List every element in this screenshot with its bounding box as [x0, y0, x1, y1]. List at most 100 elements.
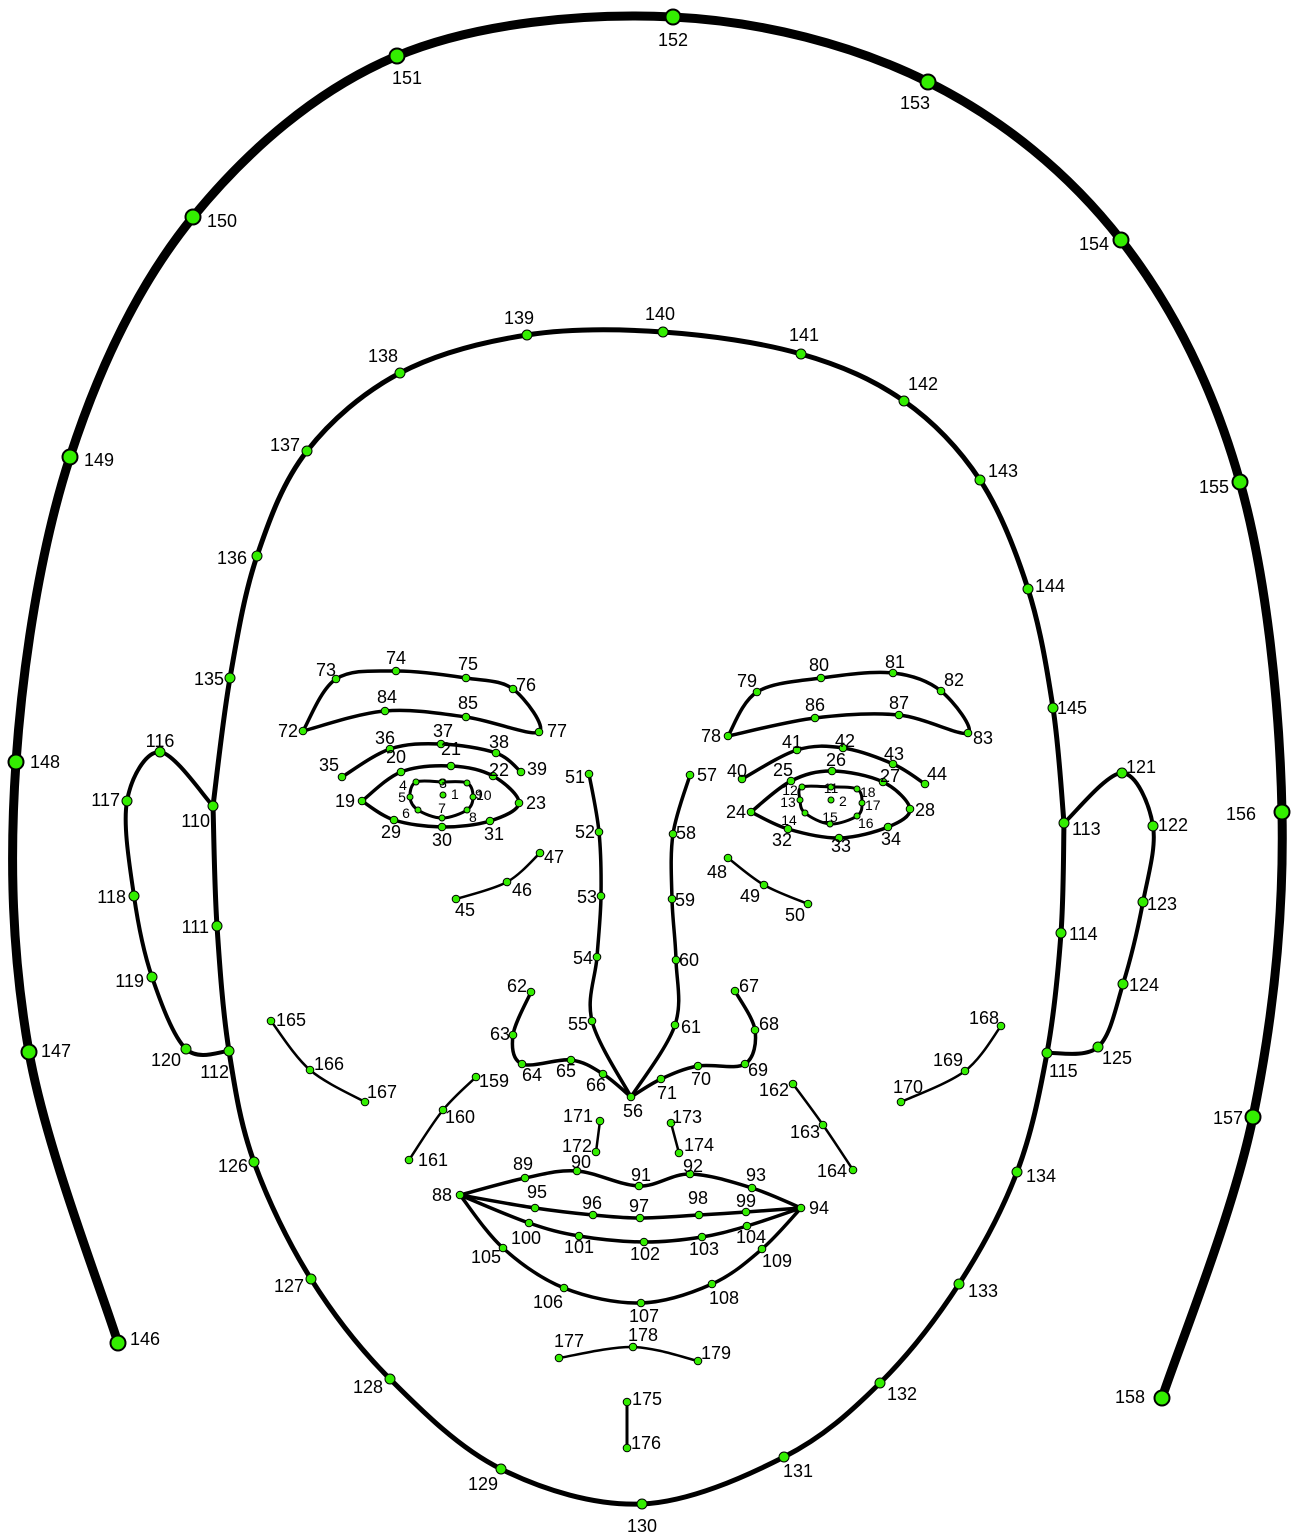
landmark-label-75: 75: [458, 654, 478, 674]
landmark-label-162: 162: [759, 1080, 789, 1100]
landmark-label-1: 1: [451, 786, 459, 802]
landmark-point-72: [299, 727, 307, 735]
landmark-point-164: [849, 1166, 857, 1174]
landmark-label-157: 157: [1213, 1108, 1243, 1128]
landmark-label-161: 161: [418, 1150, 448, 1170]
landmark-point-162: [789, 1080, 797, 1088]
landmark-label-119: 119: [115, 971, 144, 991]
landmark-point-163: [819, 1121, 827, 1129]
landmark-label-126: 126: [218, 1156, 248, 1176]
landmark-label-100: 100: [511, 1228, 541, 1248]
landmark-label-142: 142: [908, 374, 938, 394]
landmark-point-154: [1114, 233, 1129, 248]
landmark-point-86: [811, 714, 819, 722]
landmark-label-167: 167: [367, 1082, 397, 1102]
landmark-label-30: 30: [432, 830, 452, 850]
landmark-label-6: 6: [402, 805, 410, 821]
landmark-label-104: 104: [736, 1227, 766, 1247]
landmark-point-47: [536, 849, 544, 857]
landmark-label-165: 165: [276, 1010, 306, 1030]
landmark-point-124: [1118, 979, 1128, 989]
landmark-label-122: 122: [1158, 815, 1188, 835]
landmark-point-166: [306, 1066, 314, 1074]
landmark-point-112: [224, 1046, 234, 1056]
contour-line-15: [589, 774, 631, 1097]
landmark-point-12: [799, 784, 805, 790]
landmark-label-31: 31: [484, 824, 504, 844]
landmark-point-19: [358, 797, 366, 805]
landmark-label-42: 42: [835, 731, 855, 751]
landmark-label-47: 47: [544, 847, 564, 867]
landmark-label-113: 113: [1072, 819, 1101, 839]
landmark-label-111: 111: [182, 917, 209, 937]
landmark-point-50: [804, 900, 812, 908]
landmark-point-172: [592, 1148, 600, 1156]
contour-line-24: [671, 1123, 679, 1153]
landmark-point-126: [249, 1157, 259, 1167]
landmark-label-29: 29: [381, 822, 401, 842]
landmark-label-38: 38: [489, 732, 509, 752]
landmark-point-155: [1233, 475, 1248, 490]
landmark-label-60: 60: [679, 950, 699, 970]
landmark-label-91: 91: [631, 1165, 651, 1185]
landmark-label-84: 84: [377, 687, 397, 707]
landmark-label-65: 65: [556, 1061, 576, 1081]
landmark-point-39: [517, 768, 525, 776]
landmark-point-127: [306, 1274, 316, 1284]
landmark-label-149: 149: [84, 450, 114, 470]
landmark-label-62: 62: [507, 976, 527, 996]
landmark-label-52: 52: [575, 822, 595, 842]
landmark-label-61: 61: [681, 1017, 701, 1037]
landmark-label-64: 64: [522, 1065, 542, 1085]
landmark-label-120: 120: [151, 1050, 181, 1070]
landmark-point-21: [447, 762, 455, 770]
landmark-point-88: [456, 1191, 464, 1199]
landmark-point-144: [1023, 584, 1033, 594]
landmark-label-169: 169: [933, 1050, 963, 1070]
landmark-label-145: 145: [1057, 698, 1087, 718]
landmark-point-135: [225, 673, 235, 683]
landmark-point-177: [555, 1354, 563, 1362]
landmark-point-80: [817, 674, 825, 682]
landmark-point-175: [623, 1398, 631, 1406]
landmark-label-25: 25: [773, 760, 793, 780]
landmark-point-153: [921, 75, 936, 90]
landmark-point-83: [964, 729, 972, 737]
landmark-point-113: [1059, 818, 1069, 828]
landmark-label-63: 63: [490, 1024, 510, 1044]
landmark-label-140: 140: [645, 304, 675, 324]
landmark-label-108: 108: [709, 1288, 739, 1308]
landmark-label-46: 46: [512, 880, 532, 900]
landmark-label-53: 53: [577, 887, 597, 907]
landmark-label-54: 54: [573, 948, 593, 968]
landmark-label-14: 14: [781, 812, 797, 828]
landmark-label-154: 154: [1079, 234, 1109, 254]
landmark-point-174: [675, 1149, 683, 1157]
landmark-label-66: 66: [586, 1075, 606, 1095]
landmark-point-146: [111, 1336, 126, 1351]
landmark-label-156: 156: [1226, 804, 1256, 824]
landmark-label-151: 151: [392, 68, 422, 88]
landmark-label-127: 127: [274, 1276, 304, 1296]
landmark-label-49: 49: [740, 886, 760, 906]
landmark-point-48: [724, 854, 732, 862]
landmark-point-141: [796, 349, 806, 359]
landmark-label-116: 116: [146, 731, 175, 751]
landmark-point-20: [397, 768, 405, 776]
landmark-point-115: [1042, 1048, 1052, 1058]
landmark-label-105: 105: [471, 1247, 501, 1267]
landmark-label-68: 68: [759, 1014, 779, 1034]
landmark-label-171: 171: [563, 1106, 593, 1126]
landmark-point-142: [899, 396, 909, 406]
landmark-point-176: [623, 1444, 631, 1452]
landmark-point-89: [521, 1174, 529, 1182]
landmark-label-83: 83: [973, 728, 993, 748]
landmark-point-120: [181, 1044, 191, 1054]
landmark-label-85: 85: [458, 693, 478, 713]
landmark-point-152: [666, 10, 681, 25]
landmark-label-139: 139: [504, 308, 534, 328]
landmark-label-164: 164: [817, 1161, 847, 1181]
landmark-point-13: [797, 797, 803, 803]
landmark-point-46: [503, 878, 511, 886]
landmark-label-21: 21: [441, 739, 461, 759]
